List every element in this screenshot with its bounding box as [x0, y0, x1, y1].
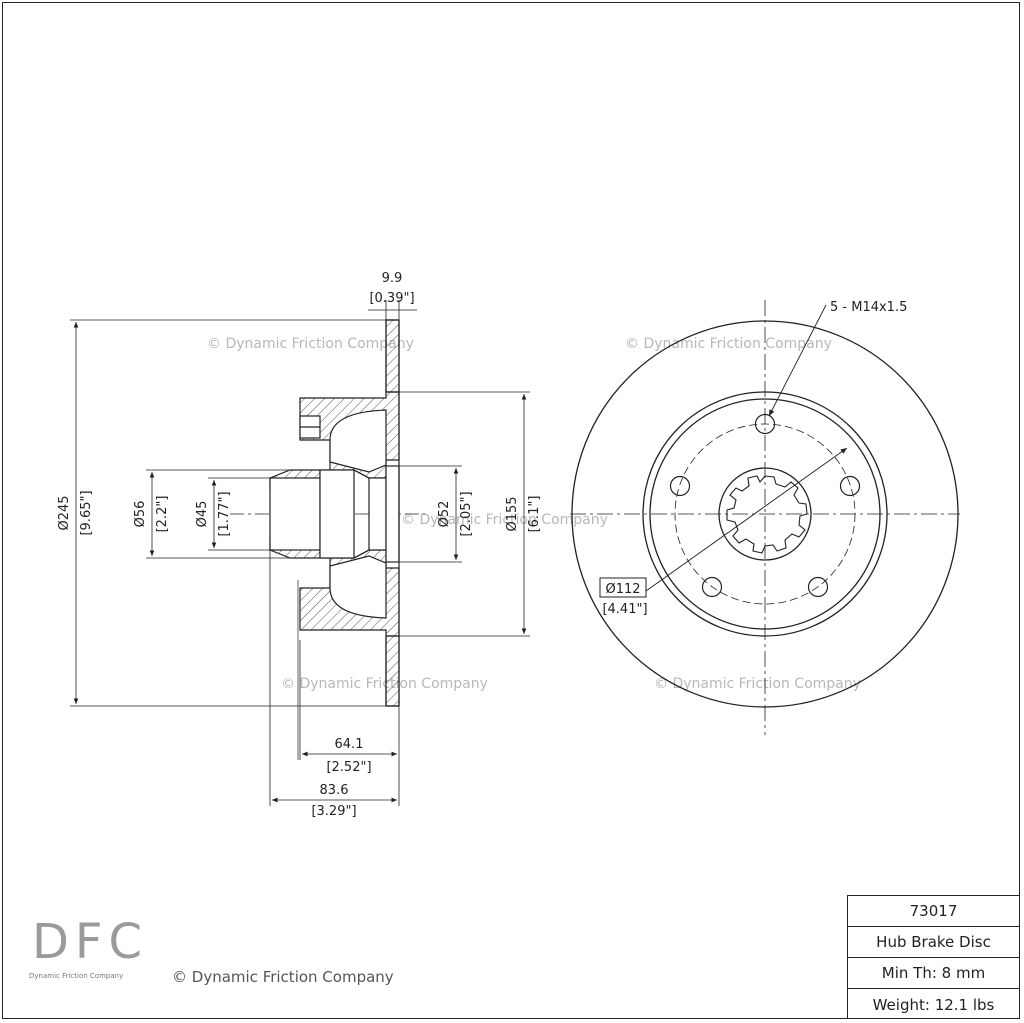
bolt-circle-in: [4.41"] [602, 602, 647, 617]
copyright-text: © Dynamic Friction Company [172, 968, 394, 986]
hub-bore-in: [2.2"] [155, 496, 170, 533]
section-dimensions [70, 300, 530, 806]
part-type: Hub Brake Disc [848, 927, 1019, 958]
logo-letters: DFC [32, 918, 148, 968]
hat-height-mm: 64.1 [335, 737, 364, 752]
dfc-logo-icon: DFC [32, 918, 148, 968]
inner-bore-in: [1.77"] [217, 491, 232, 536]
section-view [230, 319, 425, 760]
hat-diameter-in: [6.1"] [527, 496, 542, 533]
weight: Weight: 12.1 lbs [872, 995, 995, 1014]
min-thickness: Min Th: 8 mm [848, 958, 1019, 989]
outer-diameter-in: [9.65"] [79, 490, 94, 535]
overall-height-mm: 83.6 [320, 783, 349, 798]
watermark-5: © Dynamic Friction Company [654, 676, 861, 692]
outer-diameter-mm: Ø245 [57, 495, 72, 530]
bolt-callout: 5 - M14x1.5 [830, 300, 907, 315]
part-number: 73017 [848, 896, 1019, 927]
watermark-1: © Dynamic Friction Company [207, 336, 414, 352]
watermark-3: © Dynamic Friction Company [401, 512, 608, 528]
front-view [570, 300, 960, 735]
hat-diameter-mm: Ø155 [505, 496, 520, 531]
thickness-mm: 9.9 [382, 271, 403, 286]
thickness-in: [0.39"] [369, 291, 414, 306]
center-bore-in: [2.05"] [459, 491, 474, 536]
bolt-circle-mm: Ø112 [605, 582, 640, 597]
watermark-4: © Dynamic Friction Company [281, 676, 488, 692]
title-block: 73017 Hub Brake Disc Min Th: 8 mm Weight… [847, 895, 1019, 1019]
logo-text: Dynamic Friction Company [29, 972, 124, 980]
watermark-2: © Dynamic Friction Company [625, 336, 832, 352]
overall-height-in: [3.29"] [311, 804, 356, 819]
inner-bore-mm: Ø45 [195, 501, 210, 528]
center-bore-mm: Ø52 [437, 501, 452, 528]
hat-height-in: [2.52"] [326, 760, 371, 775]
hub-bore-mm: Ø56 [133, 501, 148, 528]
